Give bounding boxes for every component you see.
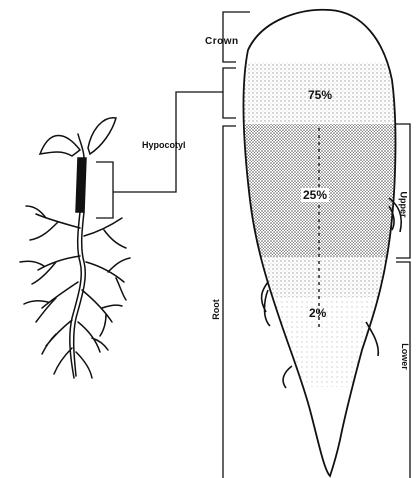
- rootlet-left-lower: [283, 366, 292, 388]
- lower-root-percentage: 2%: [309, 307, 326, 319]
- lateral-root-right-1: [84, 218, 126, 248]
- lateral-root-left-1: [26, 206, 80, 240]
- hypocotyl-stem: [76, 158, 86, 212]
- upper-root-percentage: 25%: [301, 188, 329, 202]
- hypocotyl-label: Hypocotyl: [142, 141, 186, 150]
- left-cotyledon: [40, 136, 80, 157]
- crown-label: Crown: [205, 37, 239, 47]
- beet-stipple-regions: [235, 62, 405, 387]
- lower-label: Lower: [400, 343, 409, 370]
- lateral-root-left-4: [42, 320, 72, 354]
- lateral-root-left-3: [24, 282, 78, 322]
- hypocotyl-bracket: [223, 68, 236, 118]
- cotyledon-fold: [78, 134, 84, 158]
- taproot: [70, 212, 81, 378]
- lateral-root-right-5: [76, 352, 92, 378]
- upper-label: Upper: [399, 191, 408, 217]
- lateral-root-right-4: [78, 322, 108, 352]
- right-cotyledon: [88, 118, 116, 154]
- root-label: Root: [212, 299, 221, 320]
- root-bracket: [223, 126, 236, 478]
- lateral-root-right-3: [82, 290, 122, 336]
- lateral-root-left-5: [54, 348, 72, 374]
- lateral-root-right-2: [86, 258, 130, 300]
- seedling-bracket: [96, 162, 113, 218]
- crown-percentage: 75%: [308, 89, 332, 101]
- seedling-illustration: [20, 118, 130, 378]
- rootlet-left-middle: [262, 282, 270, 326]
- lateral-root-left-2: [20, 256, 80, 284]
